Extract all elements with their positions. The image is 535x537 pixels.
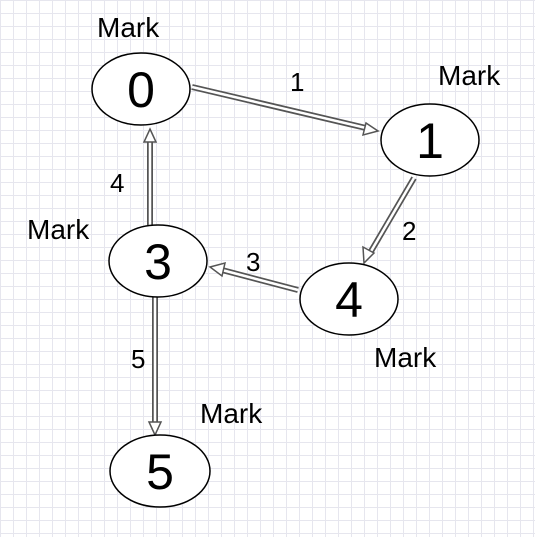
node-1-label: 1 [416, 113, 444, 169]
edge-4-3 [208, 261, 299, 293]
edge-label-3-5: 5 [131, 344, 145, 374]
mark-label-node-4: Mark [374, 342, 437, 373]
mark-label-node-5: Mark [200, 398, 263, 429]
node-5-label: 5 [146, 444, 174, 500]
node-3: 3 [108, 224, 208, 298]
mark-label-node-3: Mark [27, 214, 90, 245]
node-0-label: 0 [127, 62, 155, 118]
edge-label-3-0: 4 [110, 168, 124, 198]
mark-label-node-0: Mark [97, 12, 160, 43]
edge-label-4-3: 3 [246, 247, 260, 277]
edge-label-1-4: 2 [402, 216, 416, 246]
edge-0-1 [191, 84, 380, 137]
edge-1-4 [362, 176, 417, 265]
edge-3-5 [147, 296, 163, 437]
node-3-label: 3 [144, 234, 172, 290]
mark-label-node-1: Mark [438, 60, 501, 91]
node-4: 4 [299, 262, 399, 336]
edge-label-0-1: 1 [290, 67, 304, 97]
edge-3-0 [142, 127, 158, 225]
node-5: 5 [109, 434, 211, 508]
node-1: 1 [380, 103, 480, 177]
node-4-label: 4 [335, 272, 363, 328]
node-0: 0 [91, 52, 191, 126]
